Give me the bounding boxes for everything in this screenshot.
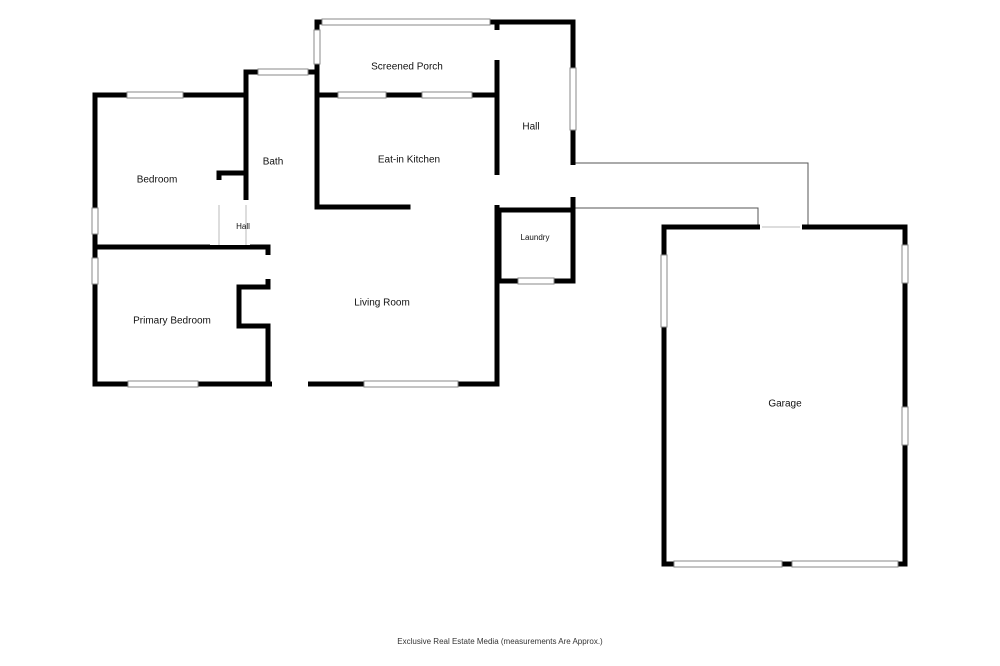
room-label-garage: Garage [768, 399, 802, 410]
door-openings [210, 30, 802, 389]
room-label-living-room: Living Room [354, 298, 410, 309]
room-label-hall-upper: Hall [522, 122, 539, 133]
room-label-hall-small: Hall [236, 222, 250, 231]
room-label-laundry: Laundry [521, 233, 550, 242]
room-label-eat-in-kitchen: Eat-in Kitchen [378, 155, 440, 166]
room-label-bedroom: Bedroom [137, 175, 178, 186]
breezeway [575, 162, 809, 228]
garage-walls [661, 224, 908, 567]
room-label-bath: Bath [263, 157, 284, 168]
room-label-screened-porch: Screened Porch [371, 62, 443, 73]
room-labels: Screened Porch Hall Bath Bedroom Eat-in … [133, 62, 802, 410]
windows [91, 18, 909, 568]
footer-credit: Exclusive Real Estate Media (measurement… [397, 637, 603, 646]
room-label-primary-bedroom: Primary Bedroom [133, 316, 211, 327]
